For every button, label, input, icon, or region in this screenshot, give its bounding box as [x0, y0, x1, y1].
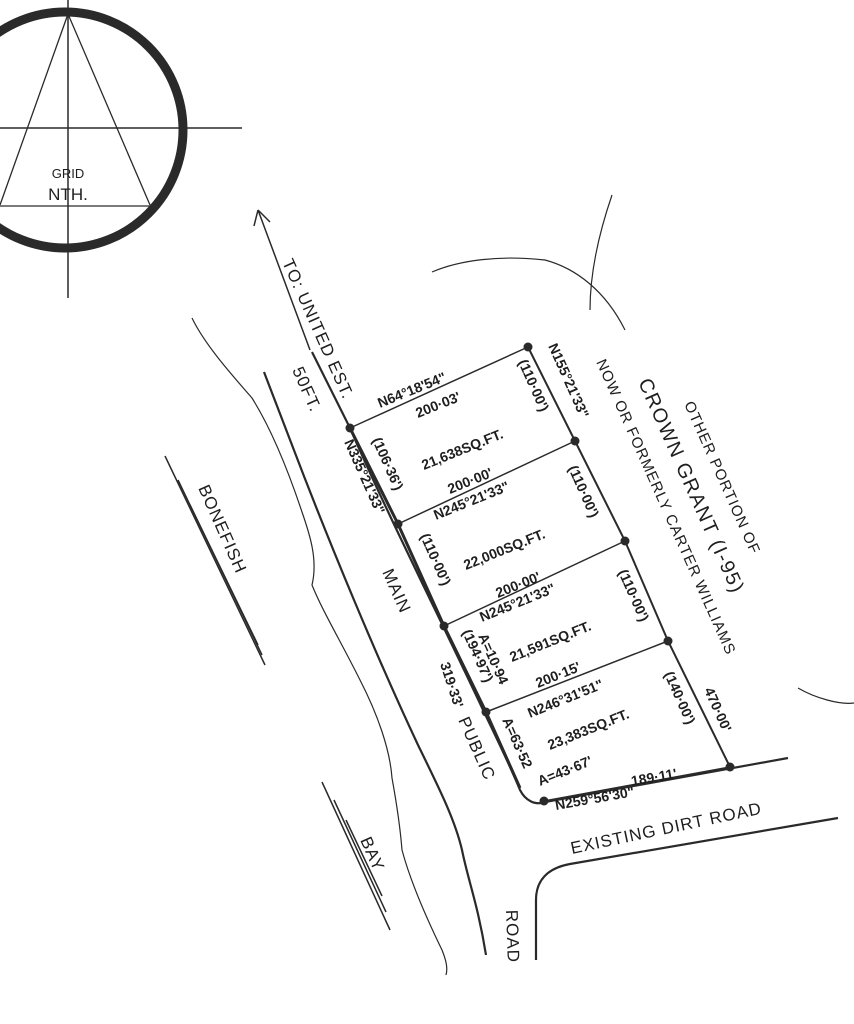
north-direction-arrow [253, 209, 311, 351]
lot-area: 23,383SQ.FT. [545, 706, 631, 753]
lot-back-dimension: (110·00') [565, 463, 602, 520]
lot-line-3 [485, 640, 669, 713]
shoreline-and-road-edges [164, 194, 854, 976]
water-hatch-bay-2 [333, 799, 387, 913]
compass-north-label: NTH. [48, 185, 88, 204]
lot-area: 21,591SQ.FT. [507, 618, 593, 665]
existing-dirt-road-label: EXISTING DIRT ROAD [569, 799, 764, 858]
lot-arc-length-1: A=63·52 [499, 715, 536, 771]
main-road-west-edge [262, 371, 488, 956]
parcel-boundaries [345, 342, 735, 806]
corner-monument [393, 519, 403, 529]
dirt-road-south-edge [534, 816, 839, 960]
corner-monument [663, 636, 673, 646]
water-hatch-bonefish-3 [189, 504, 259, 646]
corner-monument [570, 436, 580, 446]
east-upper-bearing: N155°21'33" [545, 341, 592, 421]
road-width-label: 50FT. [288, 364, 325, 415]
lot-area: 22,000SQ.FT. [461, 526, 547, 573]
compass-ring [0, 7, 188, 253]
lot-back-dimension: (110·00') [615, 567, 652, 624]
compass-arrow-right [67, 13, 151, 206]
corner-monument [523, 342, 533, 352]
adjoining-area-curve-2 [589, 194, 613, 311]
lot-south-distance: 189·11' [630, 765, 678, 789]
bonefish-bay-shoreline [191, 317, 448, 976]
compass-arrow-left [0, 13, 69, 206]
lot-arc-length-2: A=43·67' [535, 752, 594, 788]
water-hatch-bonefish-1 [164, 455, 266, 666]
water-hatch-bay-3 [345, 819, 383, 897]
south-boundary-bearing: N259°56'30" [554, 783, 636, 813]
lot-area: 21,638SQ.FT. [419, 426, 505, 473]
road-label: ROAD [502, 909, 523, 963]
south-boundary-line [543, 766, 731, 802]
corner-monument [539, 796, 549, 806]
lot-back-dimension: (140·00') [661, 669, 698, 727]
corner-monument [345, 423, 355, 433]
main-road-label: MAIN [378, 566, 414, 616]
east-total-distance: 470·00' [701, 685, 735, 734]
to-united-estate-label: TO: UNITED EST. [278, 256, 357, 402]
lot-line-1 [397, 440, 576, 525]
bonefish-water-label: BONEFISH [194, 482, 250, 576]
compass-grid-label: GRID [52, 166, 85, 181]
water-hatch-bay-1 [321, 781, 391, 931]
north-boundary-line [349, 346, 529, 429]
corner-monument [620, 536, 630, 546]
east-margin-curve [797, 687, 854, 704]
corner-monument [439, 621, 449, 631]
adjoining-owner-labels: OTHER PORTION OF CROWN GRANT (I-95) NOW … [592, 357, 763, 658]
adjoining-area-curve [431, 257, 626, 331]
corner-monument [725, 762, 735, 772]
corner-monument [481, 707, 491, 717]
lot-line-2 [443, 540, 626, 627]
north-arrow-compass: GRID NTH. [0, 0, 242, 298]
